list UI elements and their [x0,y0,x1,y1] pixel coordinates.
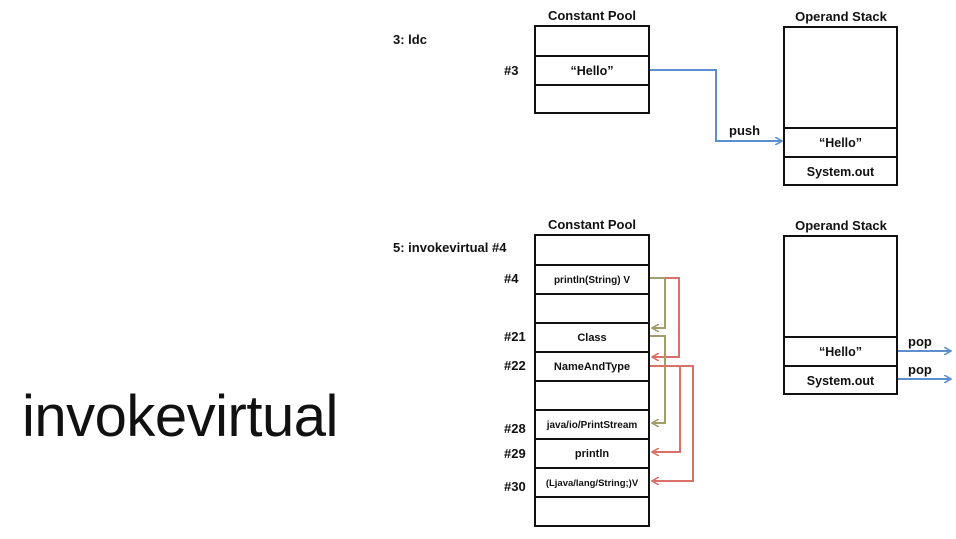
push-label: push [729,123,761,138]
stack-item: System.out [785,365,896,395]
constant-pool-index: #21 [504,329,526,344]
pop-label: pop [908,334,932,349]
constant-pool-index: #28 [504,421,526,436]
constant-pool-index: #29 [504,446,526,461]
step2-operand-stack: “Hello” System.out [783,235,898,395]
constant-pool-index: #4 [504,271,519,286]
constant-pool-row [536,293,648,323]
constant-pool-row: Class [536,322,648,352]
constant-pool-row: java/io/PrintStream [536,409,648,439]
push-arrow [650,69,782,141]
step1-operand-stack: “Hello” System.out [783,26,898,186]
constant-pool-row: println(String) V [536,264,648,294]
step1-operand-stack-heading: Operand Stack [795,9,887,24]
constant-pool-index: #30 [504,479,526,494]
ref-arrow-22-to-29 [650,365,681,452]
pop-label: pop [908,362,932,377]
ref-arrow-22-to-30 [652,365,694,481]
constant-pool-index: #3 [504,63,519,78]
step2-instruction: 5: invokevirtual #4 [393,240,507,255]
stack-item: “Hello” [785,127,896,157]
step2-constant-pool-heading: Constant Pool [547,217,637,232]
stack-item: System.out [785,156,896,186]
step2-constant-pool: println(String) V Class NameAndType java… [534,234,650,527]
constant-pool-row: NameAndType [536,351,648,381]
slide-title: invokevirtual [22,384,338,449]
ref-arrow-21-to-28 [650,335,666,423]
constant-pool-row: “Hello” [536,55,648,85]
step1-instruction: 3: ldc [393,32,427,47]
ref-arrow-4-to-21 [650,277,666,328]
constant-pool-row: (Ljava/lang/String;)V [536,467,648,497]
constant-pool-row [536,84,648,114]
constant-pool-row [536,380,648,410]
constant-pool-index: #22 [504,358,526,373]
constant-pool-row: println [536,438,648,468]
constant-pool-row [536,496,648,527]
step1-constant-pool-heading: Constant Pool [547,8,637,23]
step1-constant-pool: “Hello” [534,25,650,114]
stack-item: “Hello” [785,336,896,366]
step2-operand-stack-heading: Operand Stack [795,218,887,233]
